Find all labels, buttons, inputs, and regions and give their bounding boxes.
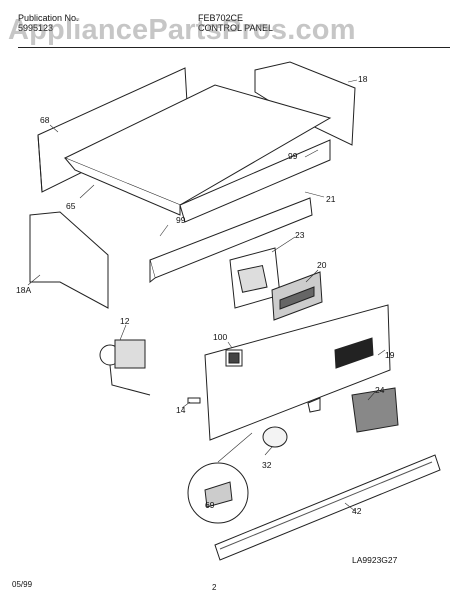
part-14-pin	[187, 397, 201, 404]
callout-68: 68	[40, 115, 50, 125]
part-19-panel	[204, 304, 391, 441]
footer-page-number: 2	[212, 583, 217, 592]
callout-12: 12	[120, 316, 130, 326]
part-24-switch	[351, 387, 399, 433]
diagram-code: LA9923G27	[352, 555, 398, 565]
callout-65: 65	[66, 201, 76, 211]
leader-lines	[27, 79, 386, 512]
part-42-trim	[214, 454, 441, 561]
callout-99-upper: 99	[288, 151, 298, 161]
publication-label: Publication No.	[18, 13, 79, 23]
section-title: CONTROL PANEL	[198, 23, 274, 33]
callout-69: 69	[205, 500, 215, 510]
callout-32: 32	[262, 460, 272, 470]
callout-21: 21	[326, 194, 336, 204]
publication-number: 5995123	[18, 23, 54, 33]
model-number: FEB702CE	[198, 13, 244, 23]
part-65-shield	[63, 84, 332, 206]
callout-24: 24	[375, 385, 385, 395]
callout-18: 18	[358, 74, 368, 84]
site-watermark: AppliancePartsPros.com	[8, 14, 356, 46]
part-21-bracket	[179, 139, 331, 223]
publication-block: Publication No. 5995123	[18, 13, 79, 33]
footer-date: 05/99	[12, 580, 33, 589]
part-18-panel	[254, 61, 356, 146]
callout-100: 100	[213, 332, 227, 342]
callout-19: 19	[385, 350, 395, 360]
part-32-knob	[262, 426, 288, 448]
callout-labels: 18 68 99 65 21 99 23 20 18A 12 100 19 24…	[16, 74, 395, 516]
header-divider	[18, 47, 450, 48]
model-block: FEB702CE CONTROL PANEL	[198, 13, 273, 33]
callout-20: 20	[317, 260, 327, 270]
callout-42: 42	[352, 506, 362, 516]
callout-23: 23	[295, 230, 305, 240]
callout-14: 14	[176, 405, 186, 415]
callout-18A: 18A	[16, 285, 31, 295]
part-18A-panel	[29, 211, 109, 309]
callout-99-lower: 99	[176, 215, 186, 225]
